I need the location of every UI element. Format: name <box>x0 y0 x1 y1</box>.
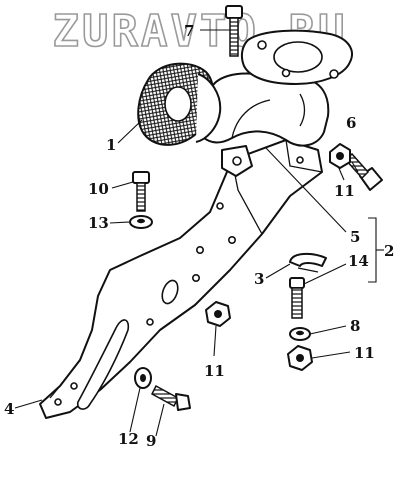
pipe-flange <box>240 29 353 85</box>
nut-11-upper <box>329 143 351 169</box>
callout-11-lower: 11 <box>354 344 375 362</box>
bracket-hole <box>70 382 78 390</box>
callout-2: 2 <box>384 242 394 260</box>
callout-7: 7 <box>184 22 194 40</box>
bracket-hole <box>228 236 237 245</box>
exhaust-pipe-elbow <box>194 72 330 177</box>
callout-6: 6 <box>346 114 356 132</box>
washer-12 <box>134 367 152 389</box>
bolt-6 <box>344 152 383 191</box>
clip-3 <box>289 252 327 273</box>
bracket-hole <box>146 318 154 326</box>
callout-3: 3 <box>254 270 264 288</box>
callout-labels: 1 6 7 10 13 11 5 2 3 14 8 11 11 4 12 9 <box>4 22 394 450</box>
callout-12: 12 <box>118 430 139 448</box>
callout-11-middle: 11 <box>204 362 225 380</box>
nut-11-lower <box>287 345 313 371</box>
leader-lines <box>14 29 384 437</box>
callout-8: 8 <box>350 317 360 335</box>
washer-8 <box>289 327 311 341</box>
bracket-hole <box>192 273 201 282</box>
bracket-hole <box>196 246 205 255</box>
bolt-9 <box>151 384 191 411</box>
mesh-gasket <box>137 62 222 146</box>
callout-11-upper: 11 <box>334 182 355 200</box>
callout-5: 5 <box>350 228 360 246</box>
callout-14: 14 <box>348 252 369 270</box>
bolt-7 <box>225 5 243 57</box>
callout-10: 10 <box>88 180 109 198</box>
bracket-hole <box>296 156 304 164</box>
bracket-hole <box>216 202 224 210</box>
washer-13 <box>129 215 153 229</box>
callout-9: 9 <box>146 432 156 450</box>
callout-4: 4 <box>4 400 14 418</box>
bolt-14 <box>289 277 305 319</box>
main-bracket <box>39 139 323 419</box>
callout-13: 13 <box>88 214 109 232</box>
nut-11-middle <box>205 301 231 327</box>
bolt-10 <box>132 171 150 212</box>
callout-1: 1 <box>106 136 116 154</box>
bracket-hole <box>54 398 62 406</box>
